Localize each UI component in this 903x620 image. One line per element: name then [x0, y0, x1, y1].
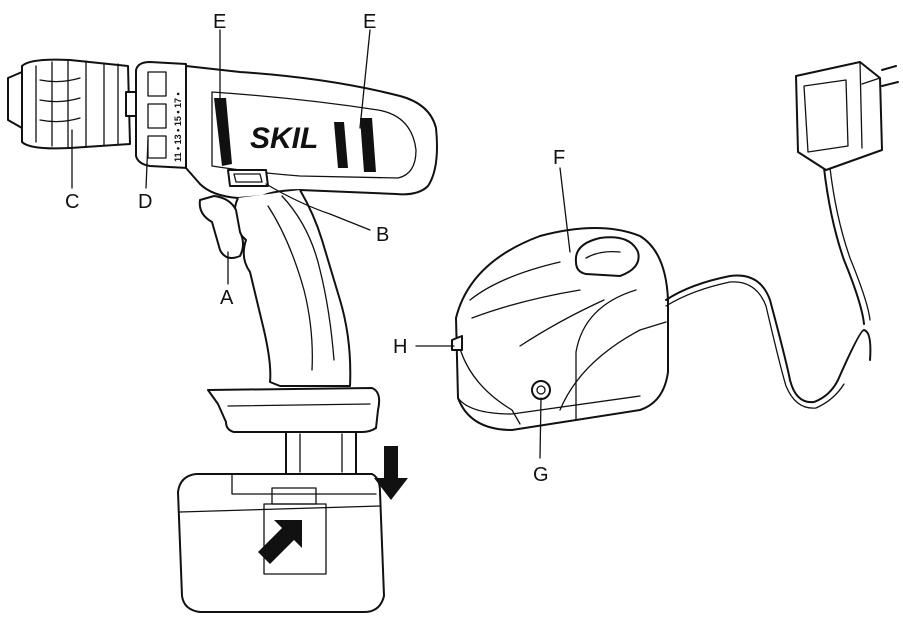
label-A: A	[220, 287, 234, 309]
label-G: G	[533, 464, 549, 486]
arrow-down-icon	[374, 446, 408, 500]
power-adapter	[795, 61, 899, 171]
leader-lines	[71, 29, 571, 459]
drill-base	[207, 387, 381, 475]
label-F: F	[553, 147, 565, 169]
label-E-left: E	[213, 11, 226, 33]
label-C: C	[65, 191, 79, 213]
trigger	[198, 195, 244, 259]
label-D: D	[138, 191, 152, 213]
label-E-right: E	[363, 11, 376, 33]
charge-indicator-led	[531, 380, 551, 400]
arrow-diagonal-icon	[258, 520, 302, 564]
brand-logo: SKIL	[250, 122, 318, 155]
drill-handle	[198, 189, 352, 387]
direction-switch	[227, 169, 269, 187]
label-B: B	[376, 224, 389, 246]
battery-charger	[451, 227, 669, 431]
label-H: H	[393, 336, 407, 358]
torque-collar: 11 • 13 • 15 • 17 •	[135, 61, 189, 169]
speed-scale: 11 • 13 • 15 • 17 •	[173, 92, 183, 162]
drill-chuck	[7, 58, 139, 150]
charger-cord	[665, 274, 872, 404]
cordless-drill: 11 • 13 • 15 • 17 • SKIL	[7, 58, 438, 613]
drill-housing: SKIL	[185, 65, 438, 199]
